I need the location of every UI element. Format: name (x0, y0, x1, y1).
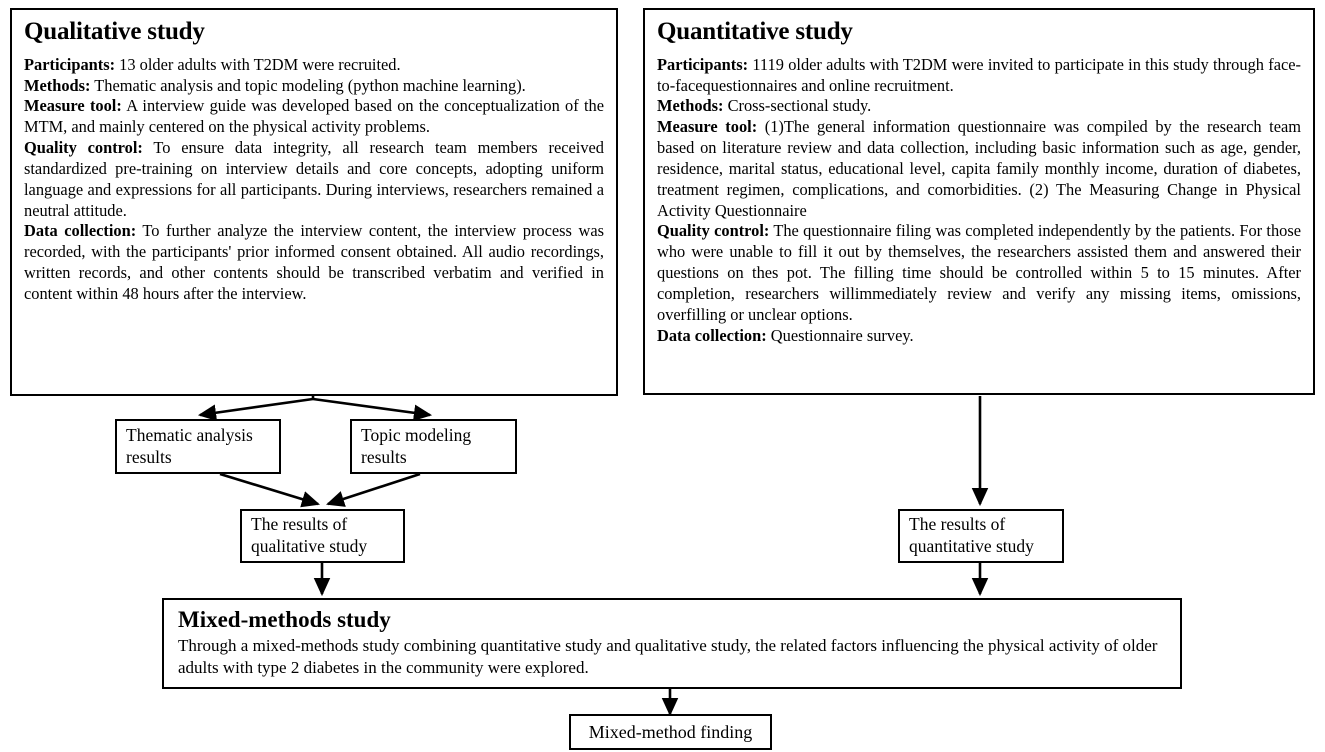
node-qualitative-results: The results of qualitative study (240, 509, 405, 563)
quantitative-text-participants: 1119 older adults with T2DM were invited… (657, 54, 1301, 95)
quantitative-label-quality-control: Quality control: (657, 221, 770, 241)
qualitative-label-quality-control: Quality control: (24, 138, 143, 158)
quantitative-study-body: Participants: 1119 older adults with T2D… (657, 55, 1301, 347)
node-mixed-method-finding: Mixed-method finding (569, 714, 772, 750)
node-mixed-method-finding-label: Mixed-method finding (588, 721, 753, 742)
quantitative-row-data-collection: Data collection: Questionnaire survey. (657, 326, 1301, 347)
quantitative-row-measure-tool: Measure tool: (1)The general information… (657, 117, 1301, 221)
qualitative-label-methods: Methods: (24, 75, 91, 95)
node-thematic-analysis-results-label: Thematic analysis results (126, 424, 253, 467)
quantitative-row-participants: Participants: 1119 older adults with T2D… (657, 55, 1301, 97)
quantitative-label-methods: Methods: (657, 96, 724, 116)
quantitative-text-quality-control: The questionnaire filing was completed i… (657, 221, 1301, 324)
qualitative-study-body: Participants: 13 older adults with T2DM … (24, 55, 604, 305)
quantitative-row-methods: Methods: Cross-sectional study. (657, 96, 1301, 117)
qualitative-row-data-collection: Data collection: To further analyze the … (24, 221, 604, 304)
qualitative-text-participants: 13 older adults with T2DM were recruited… (115, 54, 401, 74)
mixed-methods-study-box: Mixed-methods study Through a mixed-meth… (162, 598, 1182, 689)
qualitative-label-measure-tool: Measure tool: (24, 96, 122, 116)
quantitative-text-data-collection: Questionnaire survey. (766, 325, 914, 345)
qualitative-text-measure-tool: A interview guide was developed based on… (24, 96, 604, 137)
mixed-methods-study-title: Mixed-methods study (178, 607, 391, 632)
quantitative-study-title: Quantitative study (657, 18, 853, 45)
qualitative-text-quality-control: To ensure data integrity, all research t… (24, 138, 604, 220)
node-qualitative-results-label: The results of qualitative study (251, 514, 368, 556)
node-quantitative-results: The results of quantitative study (898, 509, 1064, 563)
quantitative-label-measure-tool: Measure tool: (657, 117, 758, 137)
quantitative-text-measure-tool: (1)The general information questionnaire… (657, 117, 1301, 220)
node-quantitative-results-label: The results of quantitative study (909, 514, 1034, 556)
quantitative-text-methods: Cross-sectional study. (723, 96, 872, 116)
qualitative-label-data-collection: Data collection: (24, 221, 137, 241)
qualitative-study-box: Qualitative study Participants: 13 older… (10, 8, 618, 396)
qualitative-row-quality-control: Quality control: To ensure data integrit… (24, 138, 604, 221)
quantitative-label-participants: Participants: (657, 54, 749, 74)
qualitative-text-methods: Thematic analysis and topic modeling (py… (90, 75, 526, 95)
node-topic-modeling-results-label: Topic modeling results (361, 424, 472, 467)
qualitative-row-participants: Participants: 13 older adults with T2DM … (24, 55, 604, 76)
node-topic-modeling-results: Topic modeling results (350, 419, 517, 474)
qualitative-study-title: Qualitative study (24, 18, 205, 45)
quantitative-study-box: Quantitative study Participants: 1119 ol… (643, 8, 1315, 395)
mixed-methods-study-text: Through a mixed-methods study combining … (178, 636, 1158, 678)
quantitative-row-quality-control: Quality control: The questionnaire filin… (657, 221, 1301, 325)
quantitative-label-data-collection: Data collection: (657, 325, 767, 345)
qualitative-row-measure-tool: Measure tool: A interview guide was deve… (24, 96, 604, 138)
qualitative-text-data-collection: To further analyze the interview content… (24, 221, 604, 303)
qualitative-row-methods: Methods: Thematic analysis and topic mod… (24, 76, 604, 97)
node-thematic-analysis-results: Thematic analysis results (115, 419, 281, 474)
qualitative-label-participants: Participants: (24, 54, 116, 74)
